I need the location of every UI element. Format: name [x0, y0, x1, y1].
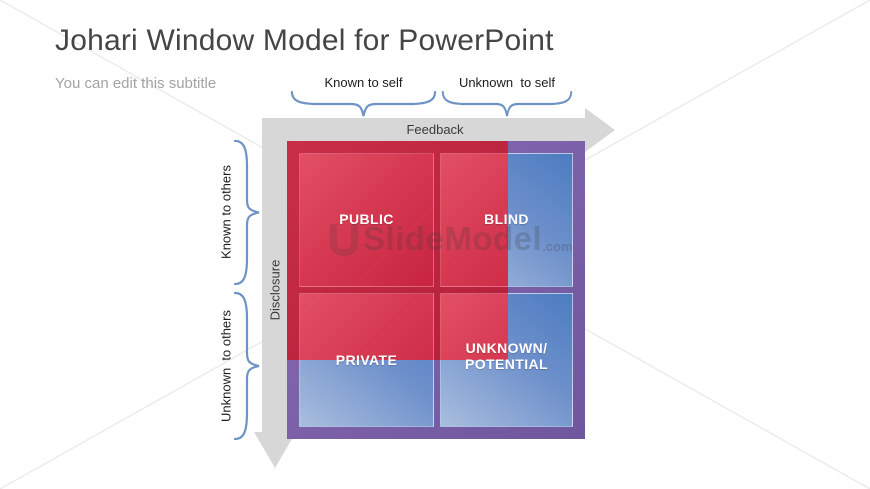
feedback-axis-label: Feedback	[406, 122, 464, 137]
feedback-arrowhead-icon	[585, 108, 615, 152]
label-known-to-others: Known to others	[218, 165, 234, 259]
red-tile-segment	[440, 293, 508, 360]
johari-matrix	[287, 141, 585, 439]
red-tile-segment	[299, 153, 434, 287]
brace-unknown-to-self-icon	[441, 91, 573, 117]
quadrant-label-line: PUBLIC	[339, 211, 394, 227]
label-known-to-self: Known to self	[324, 75, 403, 90]
slide-title: Johari Window Model for PowerPoint	[55, 24, 554, 57]
disclosure-arrow	[262, 118, 288, 432]
slide-subtitle: You can edit this subtitle	[55, 75, 217, 92]
brace-known-to-others-icon	[234, 139, 260, 286]
quadrant-label-private: PRIVATE	[299, 352, 434, 368]
quadrant-label-line: BLIND	[484, 211, 529, 227]
feedback-arrow	[262, 118, 585, 142]
known-area-red-overlay	[287, 141, 508, 360]
quadrant-label-line: UNKNOWN/	[465, 340, 548, 356]
label-unknown-to-self: Unknown to self	[458, 75, 556, 90]
quadrant-label-line: PRIVATE	[335, 352, 398, 368]
quadrant-label-public: PUBLIC	[299, 211, 434, 227]
label-unknown-to-others: Unknown to others	[218, 309, 234, 423]
quadrant-label-unknown-potential: UNKNOWN/ POTENTIAL	[440, 340, 573, 372]
disclosure-axis-label: Disclosure	[267, 259, 283, 321]
brace-known-to-self-icon	[290, 91, 437, 117]
red-tile-segment	[299, 293, 434, 360]
quadrant-label-line: POTENTIAL	[465, 356, 548, 372]
red-tile-segment	[440, 153, 508, 287]
brace-unknown-to-others-icon	[234, 291, 260, 441]
quadrant-label-blind: BLIND	[440, 211, 573, 227]
